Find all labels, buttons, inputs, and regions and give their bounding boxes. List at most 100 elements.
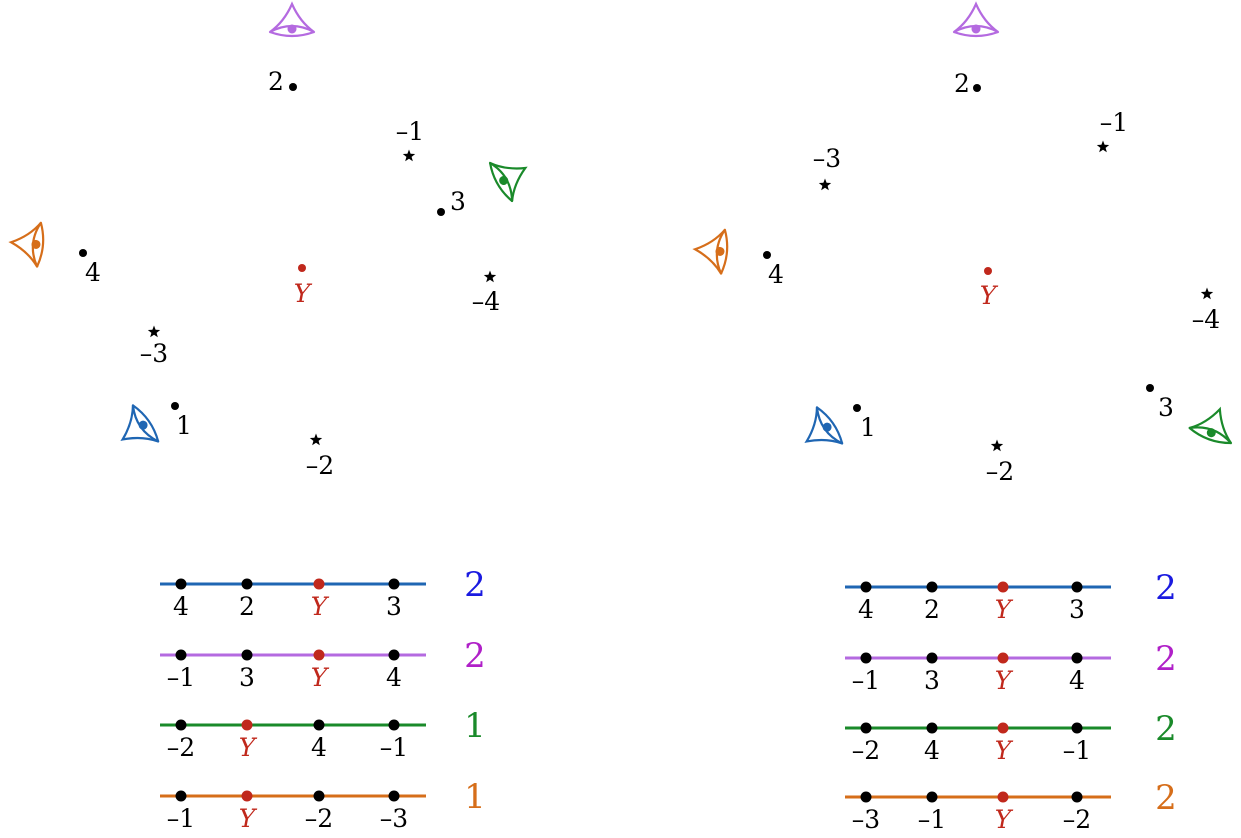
- eye-icon-orange: [8, 221, 45, 268]
- dot-marker: [1071, 791, 1083, 803]
- dot-marker: [926, 652, 938, 664]
- order-label: 2: [924, 595, 940, 624]
- point-label: –3: [140, 339, 168, 368]
- dot-marker: [926, 791, 938, 803]
- row-count: 2: [464, 636, 486, 676]
- order-label: 4: [311, 733, 327, 762]
- dot-marker: [313, 719, 325, 731]
- order-label: 3: [386, 592, 402, 621]
- eye-icon-purple: [268, 1, 316, 38]
- order-label: 4: [1069, 666, 1085, 695]
- dot-marker: [289, 83, 297, 91]
- dot-marker: [175, 719, 187, 731]
- target-marker: [241, 790, 253, 802]
- dot-marker: [388, 790, 400, 802]
- row-count: 2: [1155, 639, 1177, 679]
- order-label: Y: [995, 736, 1014, 765]
- point-label: –2: [986, 457, 1014, 486]
- order-label: 2: [239, 592, 255, 621]
- dot-marker: [437, 208, 445, 216]
- target-label: Y: [980, 281, 999, 310]
- row-count: 2: [1155, 568, 1177, 608]
- dot-marker: [860, 722, 872, 734]
- order-row-purple: –1 3 Y 4 2: [160, 636, 486, 692]
- point-label: 2: [268, 67, 284, 96]
- order-label: –3: [380, 804, 408, 833]
- order-label: –1: [1063, 736, 1091, 765]
- order-label: –2: [167, 733, 195, 762]
- dot-marker: [175, 790, 187, 802]
- point-label: 4: [768, 260, 784, 289]
- dot-marker: [860, 652, 872, 664]
- point-label: 3: [450, 187, 466, 216]
- point-label: 1: [176, 411, 192, 440]
- target-marker: [997, 791, 1009, 803]
- order-label: –1: [918, 805, 946, 834]
- order-label: 3: [1069, 595, 1085, 624]
- point-label: 2: [954, 69, 970, 98]
- dot-marker: [241, 649, 253, 661]
- order-label: –2: [1063, 805, 1091, 834]
- dot-marker: [853, 404, 861, 412]
- order-label: –3: [852, 805, 880, 834]
- target-label: Y: [294, 279, 313, 308]
- dot-marker: [860, 791, 872, 803]
- order-label: Y: [995, 666, 1014, 695]
- order-label: –2: [305, 804, 333, 833]
- eye-icon-green: [488, 161, 528, 203]
- target-marker: [997, 581, 1009, 593]
- dot-marker: [926, 722, 938, 734]
- target-point: [298, 264, 306, 272]
- dot-marker: [1071, 581, 1083, 593]
- order-label: Y: [311, 663, 330, 692]
- point-label: 4: [85, 258, 101, 287]
- star-marker: [818, 178, 832, 191]
- point-label: –4: [1192, 305, 1220, 334]
- dot-marker: [388, 719, 400, 731]
- order-label: 4: [386, 663, 402, 692]
- order-label: 4: [173, 592, 189, 621]
- target-marker: [313, 578, 325, 590]
- star-marker: [1200, 287, 1214, 300]
- order-label: 4: [858, 595, 874, 624]
- order-label: –1: [167, 663, 195, 692]
- target-marker: [997, 652, 1009, 664]
- dot-marker: [763, 251, 771, 259]
- order-label: 3: [239, 663, 255, 692]
- eye-icon-blue: [804, 406, 844, 445]
- order-label: Y: [311, 592, 330, 621]
- star-marker: [147, 325, 161, 338]
- row-count: 1: [464, 777, 486, 817]
- dot-marker: [79, 249, 87, 257]
- order-label: –1: [852, 666, 880, 695]
- order-label: –1: [167, 804, 195, 833]
- dot-marker: [171, 402, 179, 410]
- dot-marker: [388, 578, 400, 590]
- row-count: 1: [464, 706, 486, 746]
- order-label: –2: [852, 736, 880, 765]
- order-label: Y: [995, 805, 1014, 834]
- star-marker: [483, 270, 497, 283]
- star-marker: [1096, 140, 1110, 153]
- order-label: Y: [239, 733, 258, 762]
- point-label: –2: [306, 451, 334, 480]
- row-count: 2: [464, 565, 486, 605]
- eye-icon-blue: [120, 404, 160, 443]
- point-label: –1: [396, 117, 424, 146]
- star-marker: [990, 439, 1004, 452]
- dot-marker: [973, 84, 981, 92]
- eye-icon-orange: [692, 228, 729, 275]
- dot-marker: [241, 578, 253, 590]
- order-label: 4: [924, 736, 940, 765]
- dot-marker: [860, 581, 872, 593]
- target-marker: [241, 719, 253, 731]
- star-marker: [402, 149, 416, 162]
